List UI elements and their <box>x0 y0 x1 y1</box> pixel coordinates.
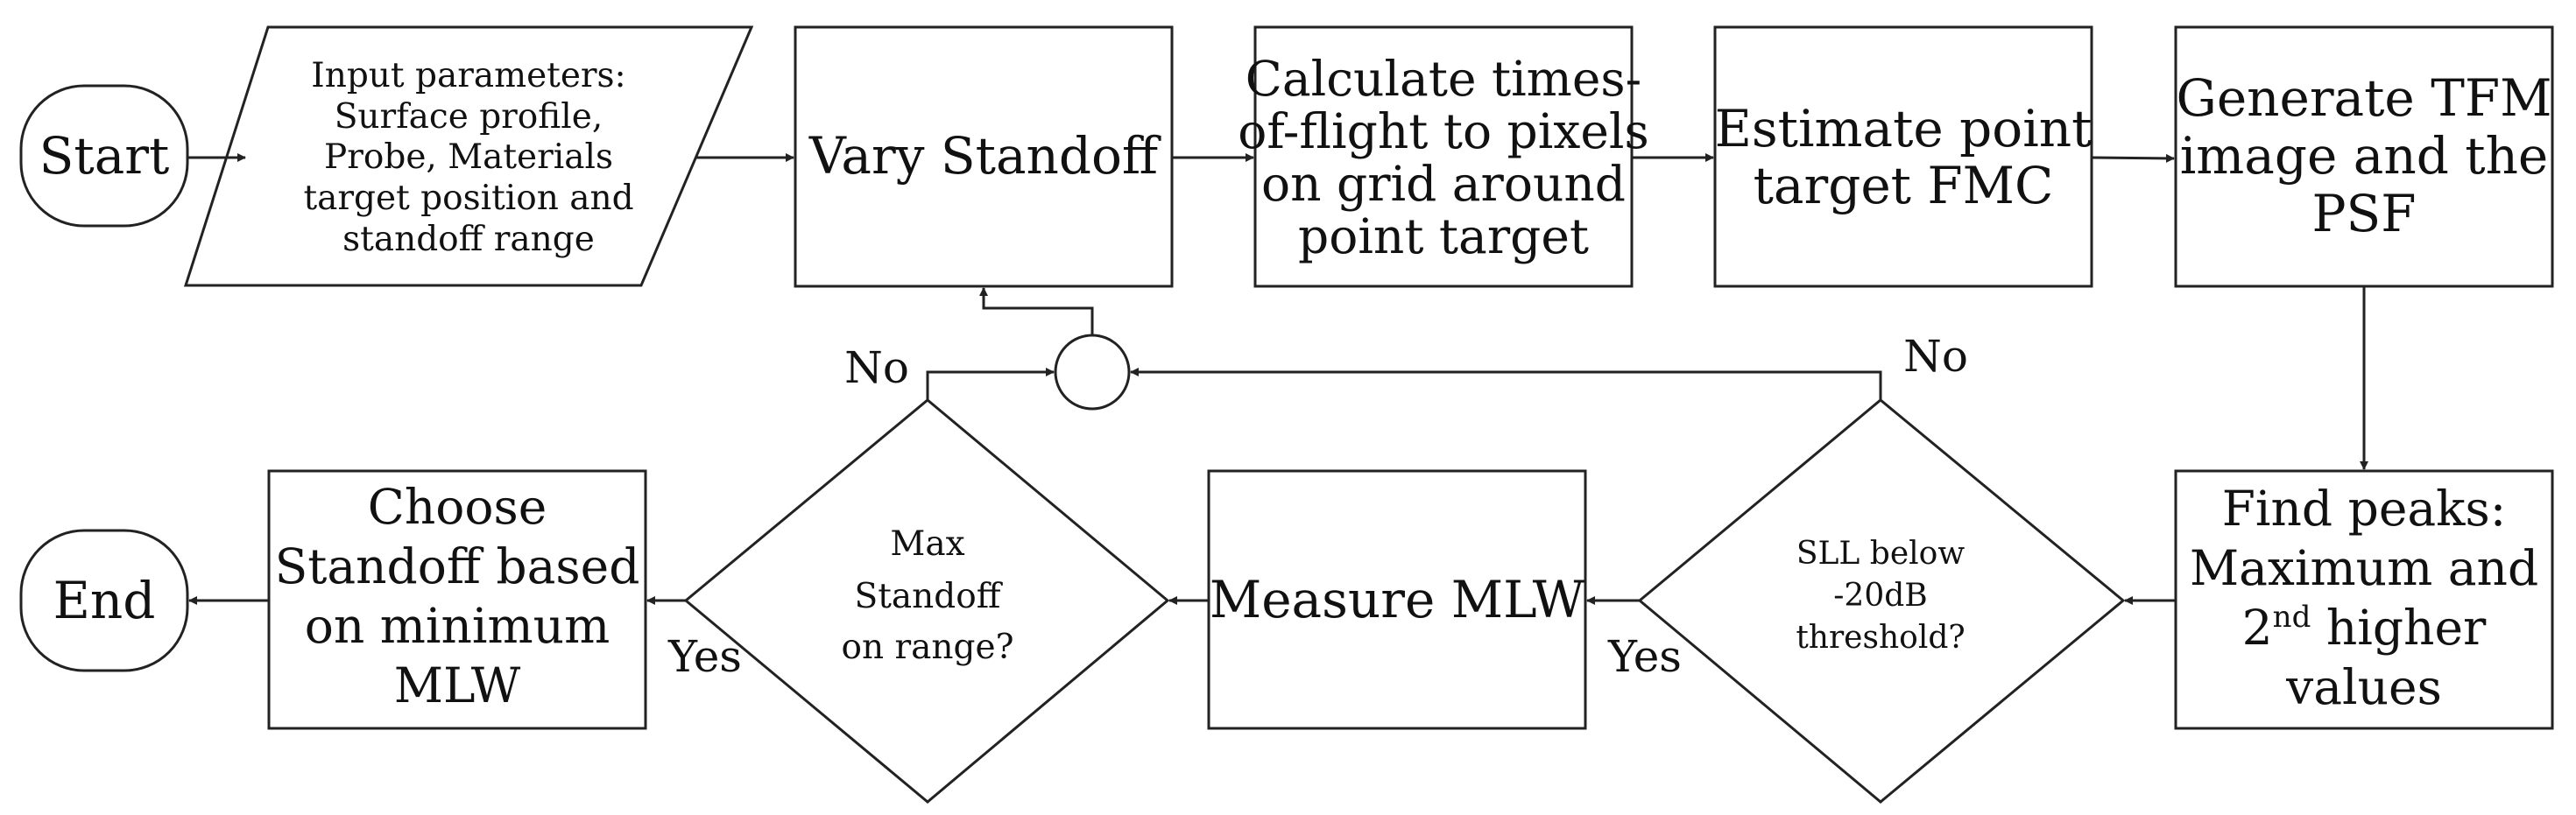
end-node: End <box>19 529 189 672</box>
input-line-2: Surface profile, <box>335 97 603 137</box>
generate-line-1: Generate TFM <box>2176 68 2551 128</box>
label-yes-max: Yes <box>667 631 742 682</box>
generate-tfm-node: Generate TFM image and the PSF <box>2174 25 2554 288</box>
sll-line-3: threshold? <box>1796 620 1965 656</box>
max-standoff-decision-node: Max Standoff on range? <box>683 398 1170 804</box>
findpeaks-line-1: Find peaks: <box>2222 481 2507 537</box>
choose-line-3: on minimum <box>305 598 610 654</box>
findpeaks-ordinal: 2 <box>2242 600 2273 656</box>
calc-line-1: Calculate times- <box>1246 51 1641 107</box>
vary-standoff-label: Vary Standoff <box>808 126 1161 186</box>
choose-line-4: MLW <box>394 657 521 713</box>
calculate-tof-node: Calculate times- of-flight to pixels on … <box>1238 25 1649 288</box>
generate-line-2: image and the <box>2180 126 2549 186</box>
estimate-line-1: Estimate point <box>1715 99 2093 158</box>
findpeaks-line-2: Maximum and <box>2190 540 2538 596</box>
calc-line-4: point target <box>1298 208 1589 264</box>
start-label: Start <box>39 126 170 186</box>
input-line-5: standoff range <box>342 220 595 259</box>
calc-line-2: of-flight to pixels <box>1238 103 1648 159</box>
measure-mlw-label: Measure MLW <box>1210 570 1585 629</box>
label-no-max: No <box>844 342 909 393</box>
input-line-1: Input parameters: <box>311 56 625 95</box>
sll-line-1: SLL below <box>1796 536 1965 572</box>
findpeaks-line-3: 2nd higher <box>2242 600 2487 656</box>
maxstandoff-line-3: on range? <box>842 628 1014 667</box>
measure-mlw-node: Measure MLW <box>1207 469 1587 730</box>
findpeaks-line-3-rest: higher <box>2311 600 2487 656</box>
edge-sll-no-to-connector <box>1130 368 1882 400</box>
calc-line-3: on grid around <box>1261 156 1626 212</box>
findpeaks-line-4: values <box>2285 659 2442 715</box>
choose-line-2: Standoff based <box>275 538 640 594</box>
edge-connector-to-vary <box>979 287 1094 335</box>
sll-decision-node: SLL below -20dB threshold? <box>1637 398 2126 804</box>
end-label: End <box>53 571 156 630</box>
maxstandoff-line-2: Standoff <box>855 577 1004 616</box>
choose-standoff-node: Choose Standoff based on minimum MLW <box>267 469 647 730</box>
loop-connector <box>1054 334 1131 411</box>
maxstandoff-line-1: Max <box>890 524 964 564</box>
vary-standoff-node: Vary Standoff <box>794 25 1174 288</box>
estimate-fmc-node: Estimate point target FMC <box>1713 25 2093 288</box>
findpeaks-ordinal-suffix: nd <box>2273 600 2311 635</box>
generate-line-3: PSF <box>2311 184 2416 243</box>
edge-maxstandoff-no-to-connector <box>926 368 1055 400</box>
label-yes-sll: Yes <box>1607 631 1682 682</box>
sll-line-2: -20dB <box>1833 578 1927 614</box>
start-node: Start <box>19 84 189 228</box>
estimate-line-2: target FMC <box>1754 156 2054 215</box>
input-parameters-node: Input parameters: Surface profile, Probe… <box>183 25 754 287</box>
find-peaks-node: Find peaks: Maximum and 2nd higher value… <box>2174 469 2554 730</box>
input-line-4: target position and <box>303 179 633 218</box>
label-no-sll: No <box>1903 331 1968 382</box>
input-line-3: Probe, Materials <box>324 137 613 177</box>
choose-line-1: Choose <box>368 479 547 535</box>
